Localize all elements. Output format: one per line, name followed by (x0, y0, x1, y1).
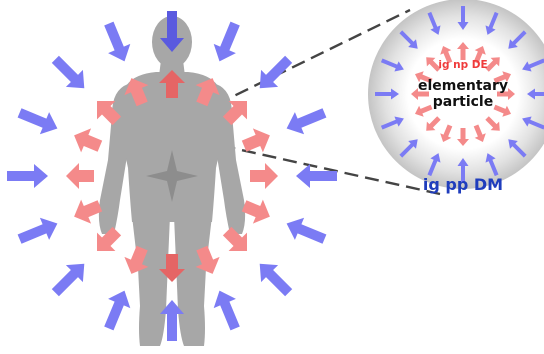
outward-arrow-icon (74, 200, 102, 224)
inward-arrow-icon (214, 291, 240, 331)
outward-arrow-icon (242, 128, 270, 152)
outward-arrow-icon (66, 163, 94, 189)
outward-arrow-icon (74, 128, 102, 152)
inward-arrow-icon (104, 291, 130, 331)
particle-zoom-view: ig np DE elementary particle (368, 0, 544, 189)
outward-arrow-icon (223, 227, 247, 251)
inward-arrow-icon (214, 22, 240, 62)
outward-arrow-icon (250, 163, 278, 189)
inward-arrow-icon (18, 218, 58, 244)
left-leg (132, 216, 170, 346)
inward-arrow-icon (52, 264, 85, 297)
dark-energy-label: ig np DE (438, 59, 487, 71)
outward-arrow-icon (242, 200, 270, 224)
particle-label-line2: particle (433, 94, 493, 110)
outward-arrow-icon (97, 227, 121, 251)
right-leg (174, 216, 212, 346)
particle-label-line1: elementary (418, 78, 508, 94)
inward-arrow-icon (287, 218, 327, 244)
inward-arrow-icon (260, 56, 293, 89)
dark-matter-label: ig pp DM (423, 175, 503, 194)
inward-arrow-icon (18, 108, 58, 134)
inward-arrow-icon (104, 22, 130, 62)
inward-arrow-icon (7, 164, 48, 188)
inward-arrow-icon (287, 108, 327, 134)
inward-arrow-icon (260, 264, 293, 297)
inward-arrow-icon (52, 56, 85, 89)
